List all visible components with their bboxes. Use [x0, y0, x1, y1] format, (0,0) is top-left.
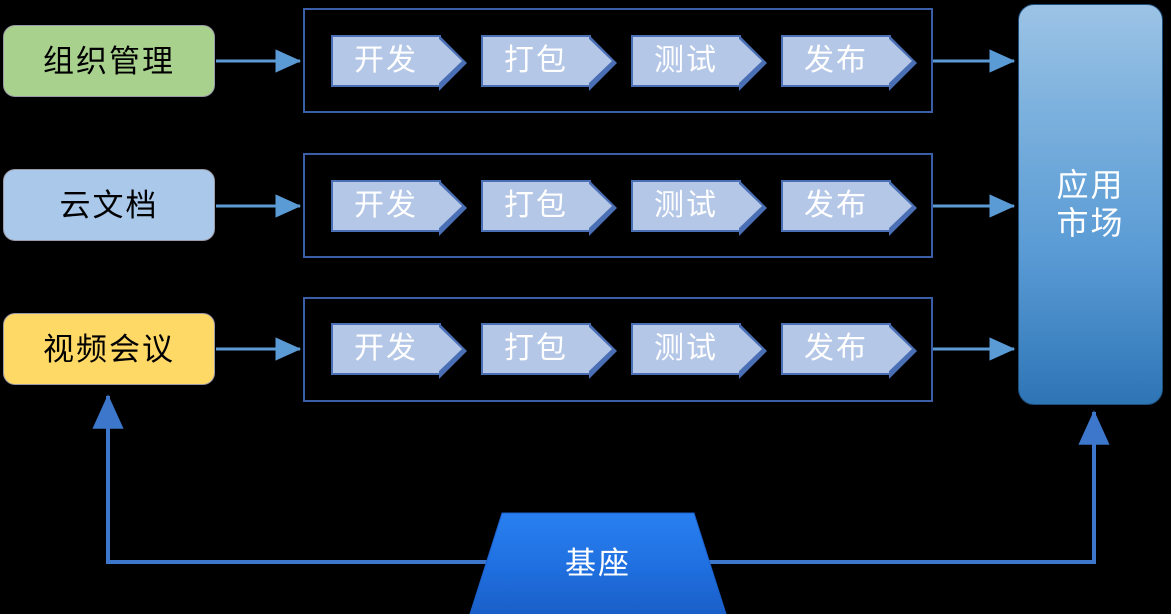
- pipeline-container-1: [303, 8, 933, 113]
- base-platform-shape[interactable]: [469, 512, 727, 614]
- arrow-base-to-video: [92, 394, 492, 564]
- pipeline-1-stage-release[interactable]: 发布: [781, 35, 917, 91]
- stage-label: 打包: [504, 332, 568, 365]
- app-box-video-meeting[interactable]: 视频会议: [3, 313, 215, 385]
- app-box-label: 云文档: [59, 187, 159, 223]
- stage-label: 发布: [804, 332, 868, 365]
- pipeline-3-stage-package[interactable]: 打包: [481, 323, 617, 379]
- stage-label: 打包: [504, 44, 568, 77]
- pipeline-1-stage-test[interactable]: 测试: [631, 35, 767, 91]
- stage-label: 开发: [354, 44, 418, 77]
- stage-label: 开发: [354, 189, 418, 222]
- stage-label: 打包: [504, 189, 568, 222]
- stage-label: 发布: [804, 189, 868, 222]
- app-market-panel[interactable]: 应用 市场: [1018, 4, 1163, 405]
- pipeline-2-stage-release[interactable]: 发布: [781, 180, 917, 236]
- pipeline-2-stage-develop[interactable]: 开发: [331, 180, 467, 236]
- pipeline-2-stage-test[interactable]: 测试: [631, 180, 767, 236]
- stage-label: 开发: [354, 332, 418, 365]
- pipeline-1-stage-develop[interactable]: 开发: [331, 35, 467, 91]
- stage-label: 测试: [654, 332, 718, 365]
- stage-label: 测试: [654, 44, 718, 77]
- pipeline-3-stage-test[interactable]: 测试: [631, 323, 767, 379]
- pipeline-3-stage-develop[interactable]: 开发: [331, 323, 467, 379]
- pipeline-2-stage-package[interactable]: 打包: [481, 180, 617, 236]
- app-market-label: 应用 市场: [1056, 166, 1125, 241]
- pipeline-container-2: [303, 153, 933, 258]
- pipeline-3-stage-release[interactable]: 发布: [781, 323, 917, 379]
- arrow-base-to-market: [704, 410, 1110, 564]
- stage-label: 发布: [804, 44, 868, 77]
- app-box-label: 视频会议: [43, 331, 175, 367]
- app-box-cloud-doc[interactable]: 云文档: [3, 169, 215, 241]
- pipeline-1-stage-package[interactable]: 打包: [481, 35, 617, 91]
- app-box-label: 组织管理: [43, 43, 175, 79]
- pipeline-container-3: [303, 297, 933, 402]
- stage-label: 测试: [654, 189, 718, 222]
- app-box-org-management[interactable]: 组织管理: [3, 25, 215, 97]
